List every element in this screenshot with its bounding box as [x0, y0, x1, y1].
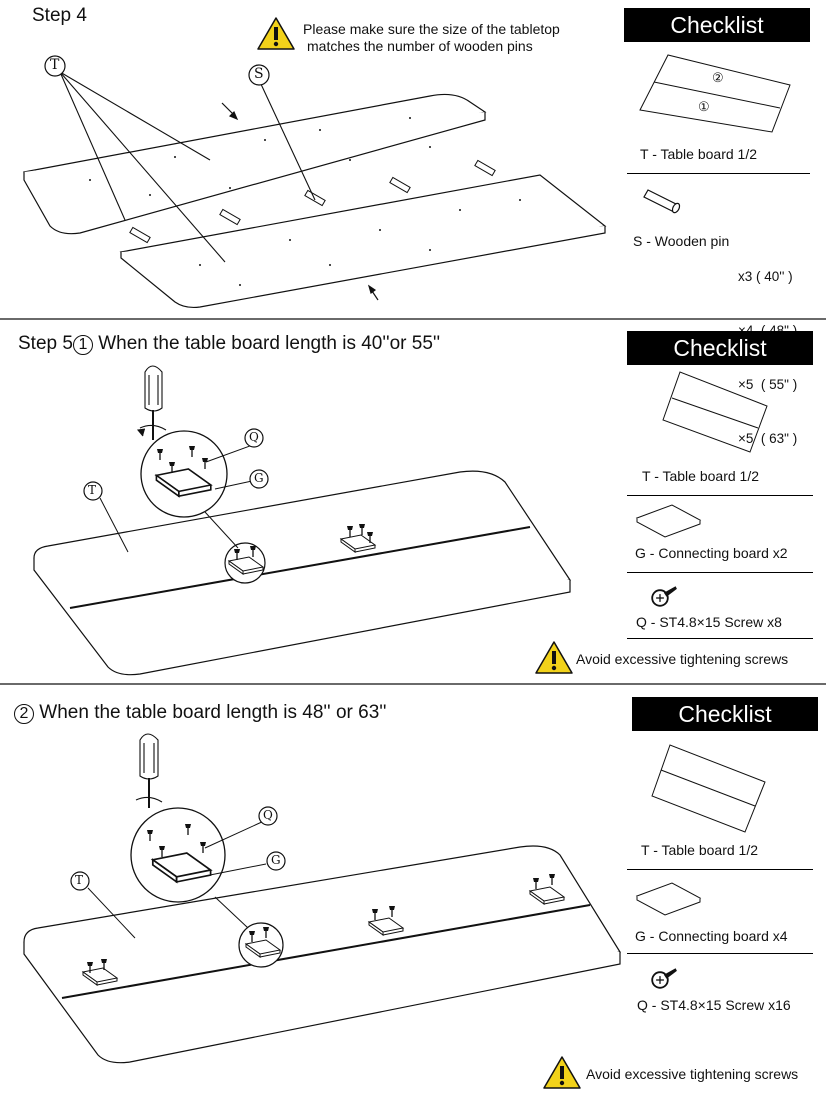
- checklist-header-5a: Checklist: [627, 331, 813, 365]
- pin-counts: x3 ( 40'' ) ×4 ( 48" ) ×5 ( 55" ) ×5 ( 6…: [738, 232, 797, 466]
- label-Q-5a: Q: [249, 430, 259, 444]
- screwdriver-icon-2: [135, 733, 163, 808]
- board-number-1: ①: [698, 99, 710, 114]
- warning-icon-5b: [543, 1056, 581, 1089]
- label-G-5b: G: [271, 853, 281, 867]
- checklist-header-step4: Checklist: [624, 8, 810, 42]
- table-board-top: [23, 93, 487, 235]
- pin-count-63: ×5 ( 63" ): [738, 431, 798, 446]
- wooden-pins: [129, 159, 496, 244]
- step4-warning-line2: matches the number of wooden pins: [307, 38, 533, 54]
- caption-connecting-5b: G - Connecting board x4: [635, 928, 788, 944]
- step5b-title: 2 When the table board length is 48'' or…: [14, 702, 387, 724]
- step4-warning: Please make sure the size of the tableto…: [303, 21, 560, 55]
- step5a-prefix: Step 5: [18, 333, 73, 354]
- caption-connecting-5a: G - Connecting board x2: [635, 545, 788, 561]
- table-board-bottom: [119, 174, 607, 309]
- step4-title: Step 4: [32, 5, 87, 26]
- label-T-step4: T: [50, 57, 60, 73]
- label-T-5a: T: [88, 483, 97, 497]
- connecting-board-icon-5b: [635, 882, 702, 916]
- screw-icon-5b: [651, 968, 677, 989]
- warning-icon: [257, 17, 295, 50]
- screw-icon-5a: [651, 586, 677, 607]
- caption-table-board-5b: T - Table board 1/2: [641, 842, 759, 858]
- checklist-header-5b: Checklist: [632, 697, 818, 731]
- screwdriver-icon: [136, 365, 167, 440]
- warning-text-5b: Avoid excessive tightening screws: [586, 1066, 799, 1082]
- wooden-pin-icon: [643, 189, 681, 214]
- checklist-board-icon-5b: [651, 744, 766, 833]
- label-S-step4: S: [254, 66, 264, 82]
- step4-warning-line1: Please make sure the size of the tableto…: [303, 21, 560, 37]
- label-Q-5b: Q: [263, 808, 273, 822]
- caption-table-board-5a: T - Table board 1/2: [642, 468, 760, 484]
- caption-wooden-pin: S - Wooden pin: [633, 233, 730, 249]
- checklist-board-icon: [639, 54, 791, 133]
- step5b-text: When the table board length is 48'' or 6…: [39, 702, 387, 723]
- pin-count-40: x3 ( 40'' ): [738, 269, 793, 284]
- step5a-number: 1: [72, 335, 93, 355]
- tabletop-5a: [33, 470, 571, 676]
- caption-screw-5b: Q - ST4.8×15 Screw x16: [637, 997, 791, 1013]
- label-T-5b: T: [75, 873, 84, 887]
- pin-count-55: ×5 ( 55" ): [738, 377, 798, 392]
- caption-screw-5a: Q - ST4.8×15 Screw x8: [636, 614, 782, 630]
- caption-table-board-step4: T - Table board 1/2: [640, 146, 758, 162]
- step5b-number: 2: [14, 704, 34, 724]
- warning-text-5a: Avoid excessive tightening screws: [576, 651, 789, 667]
- step5a-text: When the table board length is 40''or 55…: [98, 333, 441, 354]
- board-number-2: ②: [712, 70, 724, 85]
- warning-icon-5a: [535, 641, 573, 674]
- tabletop-5b: [23, 845, 621, 1064]
- label-G-5a: G: [254, 471, 264, 485]
- connecting-board-icon-5a: [635, 504, 702, 538]
